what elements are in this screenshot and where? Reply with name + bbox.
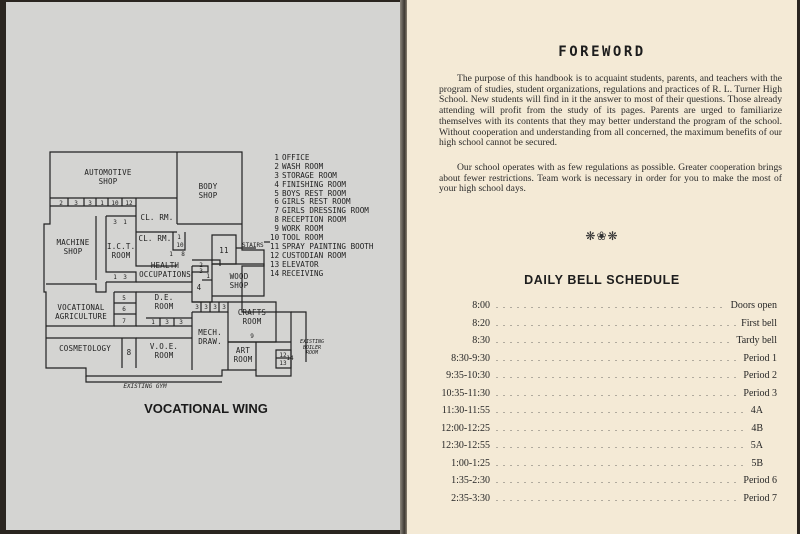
plan-number: 12 <box>279 352 287 359</box>
plan-number: 3 <box>204 304 208 311</box>
plan-number: 7 <box>122 318 126 325</box>
ornament-divider-icon: ❋❀❋ <box>585 229 619 243</box>
plan-number: 3 <box>195 304 199 311</box>
schedule-row: 8:20First bell <box>432 318 777 336</box>
plan-number: 3 <box>222 304 226 311</box>
schedule-row: 2:35-3:30Period 7 <box>432 493 777 511</box>
vocational-wing-floor-plan: AUTOMOTIVE SHOP BODY SHOP MACHINE SHOP I… <box>6 2 402 530</box>
foreword-heading: FOREWORD <box>558 44 646 60</box>
foreword-paragraph-1: The purpose of this handbook is to acqua… <box>439 73 782 149</box>
plan-number: 3 <box>74 200 78 207</box>
right-page: FOREWORD The purpose of this handbook is… <box>407 0 797 534</box>
plan-number: 10 <box>111 200 119 207</box>
bell-schedule-heading: DAILY BELL SCHEDULE <box>524 273 680 287</box>
plan-number: 3 <box>199 268 203 275</box>
existing-gym-label: EXISTING GYM <box>123 383 167 390</box>
plan-number: 2 <box>59 200 63 207</box>
room-machine-shop: MACHINE SHOP <box>56 238 90 256</box>
book-gutter <box>400 0 409 534</box>
plan-number: 6 <box>122 306 126 313</box>
schedule-row: 8:30-9:30Period 1 <box>432 353 777 371</box>
room-de: D.E. ROOM <box>154 293 174 311</box>
room-wood-shop: WOOD SHOP <box>229 272 249 290</box>
existing-boiler-room-label: EXISTING BOILER ROOM <box>299 339 325 356</box>
room-vocational-agriculture: VOCATIONAL AGRICULTURE <box>55 303 107 321</box>
plan-number: 3 <box>88 200 92 207</box>
plan-number: 1 <box>123 219 127 226</box>
plan-number: 2 <box>199 262 203 269</box>
plan-number: 1 <box>100 200 104 207</box>
foreword-paragraph-2: Our school operates with as few regulati… <box>439 162 782 195</box>
left-page: AUTOMOTIVE SHOP BODY SHOP MACHINE SHOP I… <box>6 2 402 530</box>
plan-number: 1 <box>151 319 155 326</box>
plan-number: 8 <box>181 251 185 258</box>
plan-number: 1 <box>177 234 181 241</box>
plan-number: 12 <box>125 200 133 207</box>
room-health-occupations: HEALTH OCCUPATIONS <box>139 261 191 279</box>
plan-number: 4 <box>196 283 202 292</box>
plan-number: 11 <box>219 246 229 255</box>
schedule-row: 8:00Doors open <box>432 300 777 318</box>
room-voe: V.O.E. ROOM <box>149 342 179 360</box>
plan-number: 1 <box>169 251 173 258</box>
schedule-row: 11:30-11:554A <box>432 405 777 423</box>
plan-number: 3 <box>123 274 127 281</box>
bell-schedule-table: 8:00Doors open 8:20First bell 8:30Tardy … <box>432 300 777 510</box>
schedule-row: 1:35-2:30Period 6 <box>432 475 777 493</box>
plan-number: 10 <box>176 242 184 249</box>
room-crafts: CRAFTS ROOM <box>237 308 267 326</box>
room-mech-draw: MECH. DRAW. <box>198 328 222 346</box>
schedule-row: 8:30Tardy bell <box>432 335 777 353</box>
schedule-row: 12:00-12:254B <box>432 423 777 441</box>
plan-number: 9 <box>250 333 254 340</box>
plan-number: 1 <box>206 273 210 280</box>
schedule-row: 10:35-11:30Period 3 <box>432 388 777 406</box>
room-cosmetology: COSMETOLOGY <box>59 344 111 353</box>
plan-number: 14 <box>286 355 294 362</box>
room-body-shop: BODY SHOP <box>198 182 218 200</box>
room-classroom-1: CL. RM. <box>140 213 174 222</box>
stairs-label: STAIRS <box>242 242 264 249</box>
plan-number: 5 <box>122 295 126 302</box>
room-ict: I.C.T. ROOM <box>107 242 136 260</box>
plan-number: 13 <box>279 360 287 367</box>
schedule-row: 12:30-12:555A <box>432 440 777 458</box>
plan-number: 8 <box>126 348 132 357</box>
floor-plan-drawing <box>43 151 307 383</box>
vocational-wing-caption: VOCATIONAL WING <box>144 401 268 416</box>
room-classroom-2: CL. RM. <box>138 234 172 243</box>
room-automotive-shop: AUTOMOTIVE SHOP <box>84 168 132 186</box>
schedule-row: 1:00-1:255B <box>432 458 777 476</box>
plan-number: 3 <box>179 319 183 326</box>
plan-number: 3 <box>213 304 217 311</box>
plan-number: 1 <box>113 274 117 281</box>
plan-number: 3 <box>113 219 117 226</box>
room-art: ART ROOM <box>233 346 253 364</box>
plan-number: 3 <box>165 319 169 326</box>
schedule-row: 9:35-10:30Period 2 <box>432 370 777 388</box>
